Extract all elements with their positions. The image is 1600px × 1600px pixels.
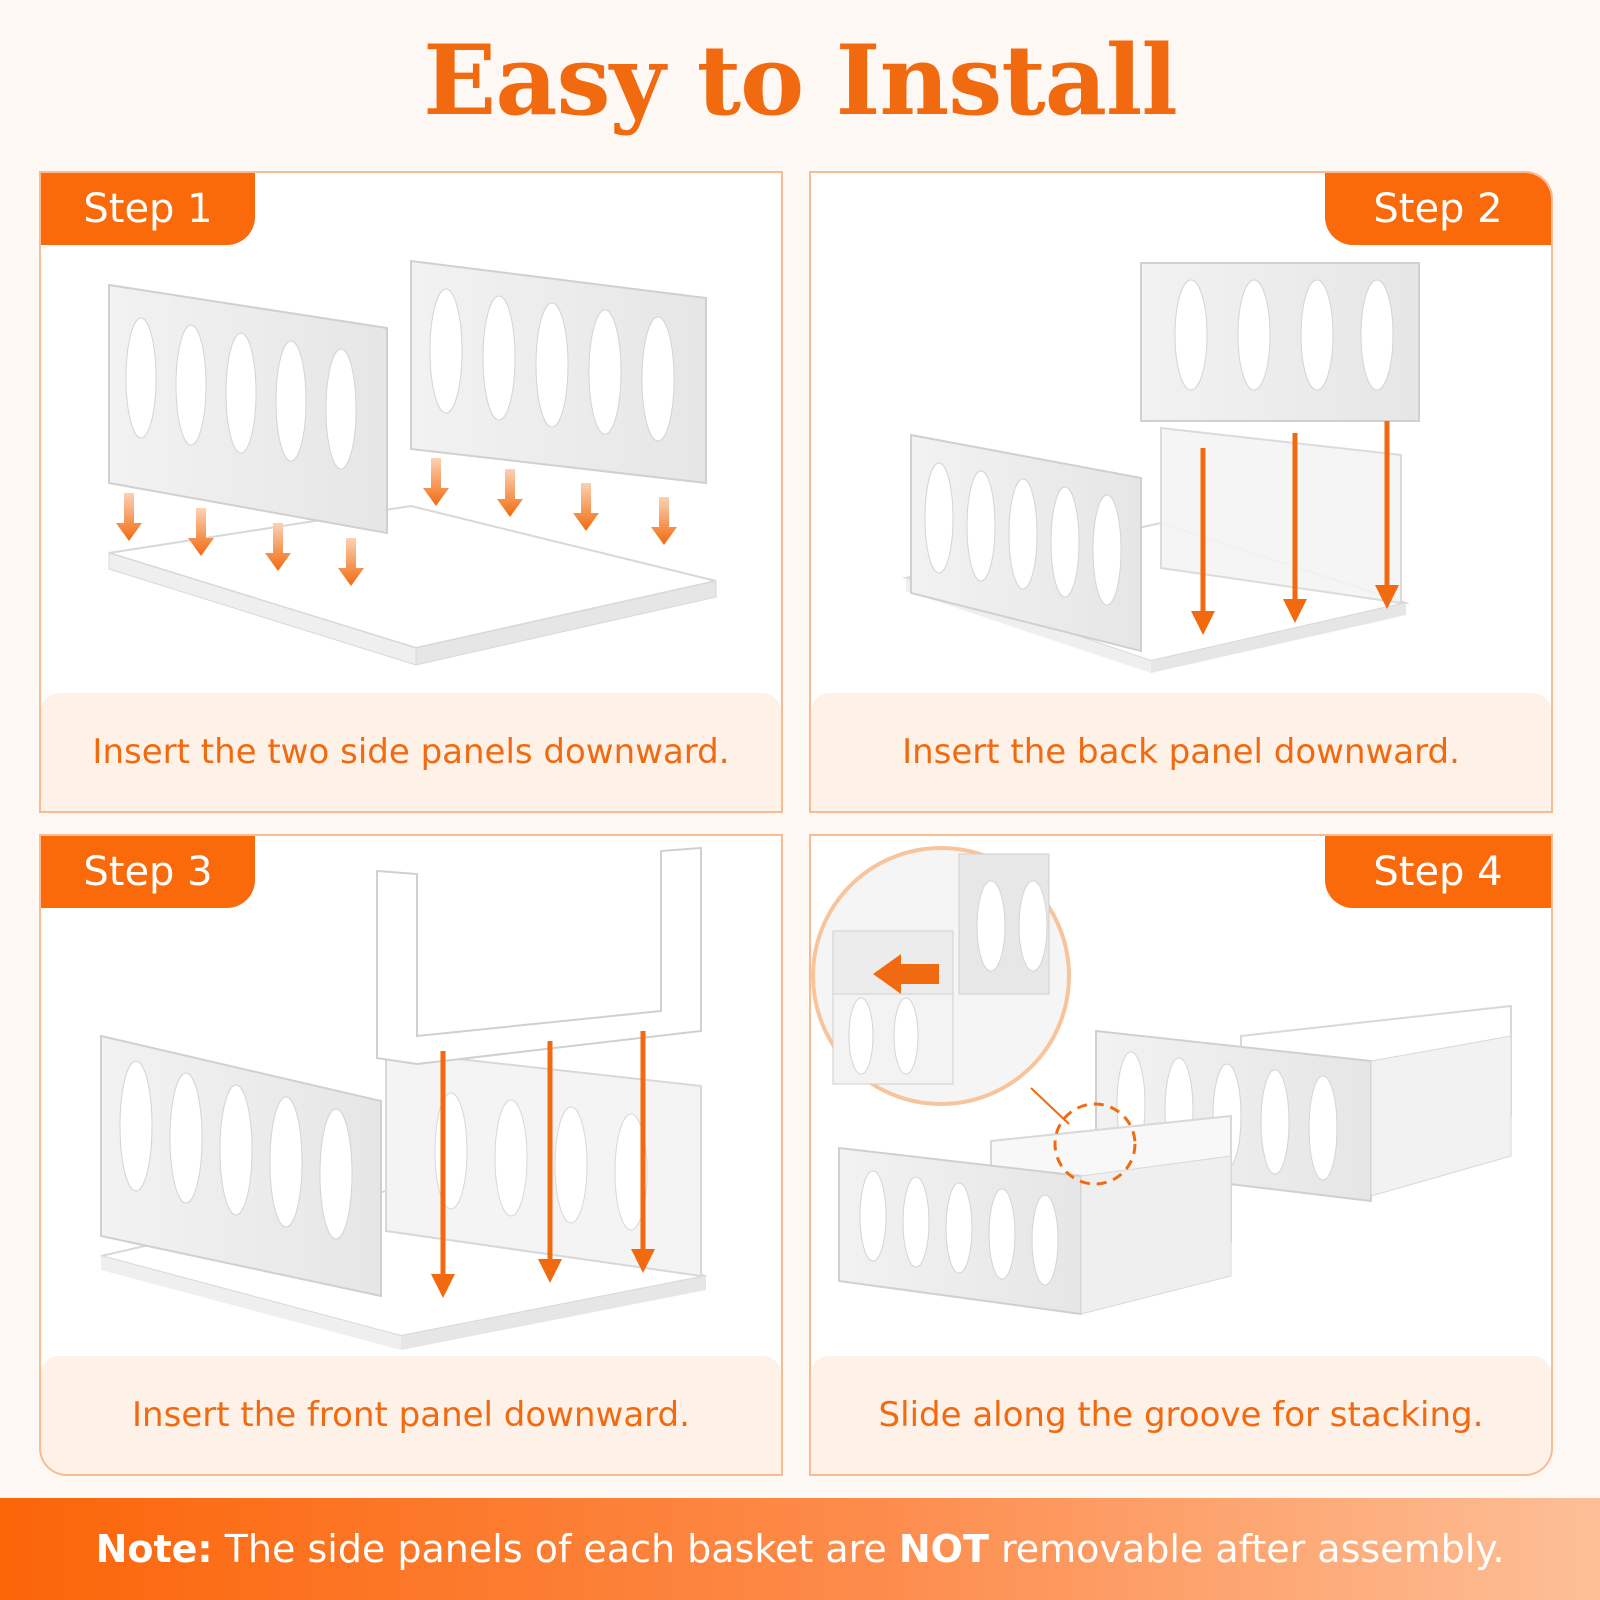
step-2-illustration: [902, 262, 1420, 673]
note-bar: Note: The side panels of each basket are…: [0, 1498, 1600, 1600]
down-arrows: [116, 458, 677, 586]
step-3-card: Step 3 Insert the front panel downward.: [39, 834, 783, 1476]
right-side-panel: [410, 259, 707, 485]
step-2-caption: Insert the back panel downward.: [811, 693, 1551, 811]
page-title: Easy to Install: [423, 24, 1178, 137]
step-3-illustration: [100, 846, 707, 1350]
step-2-badge: Step 2: [1325, 173, 1551, 245]
step-4-badge: Step 4: [1325, 836, 1551, 908]
step-1-badge: Step 1: [41, 173, 255, 245]
groove-highlight: [1053, 1102, 1137, 1186]
step-1-illustration: [108, 259, 717, 666]
step-3-caption: Insert the front panel downward.: [41, 1356, 781, 1474]
left-side-panel: [108, 283, 388, 535]
note-text-1: The side panels of each basket are: [212, 1527, 899, 1571]
step-4-card: Step 4 Slide along the groove for stacki…: [809, 834, 1553, 1476]
note-text-2: removable after assembly.: [988, 1527, 1505, 1571]
front-panel-frame: [376, 846, 702, 1066]
note-emphasis: NOT: [898, 1527, 989, 1571]
step-3-badge: Step 3: [41, 836, 255, 908]
down-arrows: [431, 1031, 655, 1298]
step-2-card: Step 2 Insert the back panel downward.: [809, 171, 1553, 813]
back-panel: [1140, 262, 1420, 422]
step-4-illustration: [811, 846, 1512, 1316]
step-1-card: Step 1 Insert the two side panels downwa…: [39, 171, 783, 813]
slide-left-arrow: [873, 954, 939, 994]
down-arrows: [1191, 421, 1399, 635]
step-1-caption: Insert the two side panels downward.: [41, 693, 781, 811]
zoom-detail: [811, 846, 1071, 1106]
note-prefix: Note:: [95, 1527, 213, 1571]
step-4-caption: Slide along the groove for stacking.: [811, 1356, 1551, 1474]
